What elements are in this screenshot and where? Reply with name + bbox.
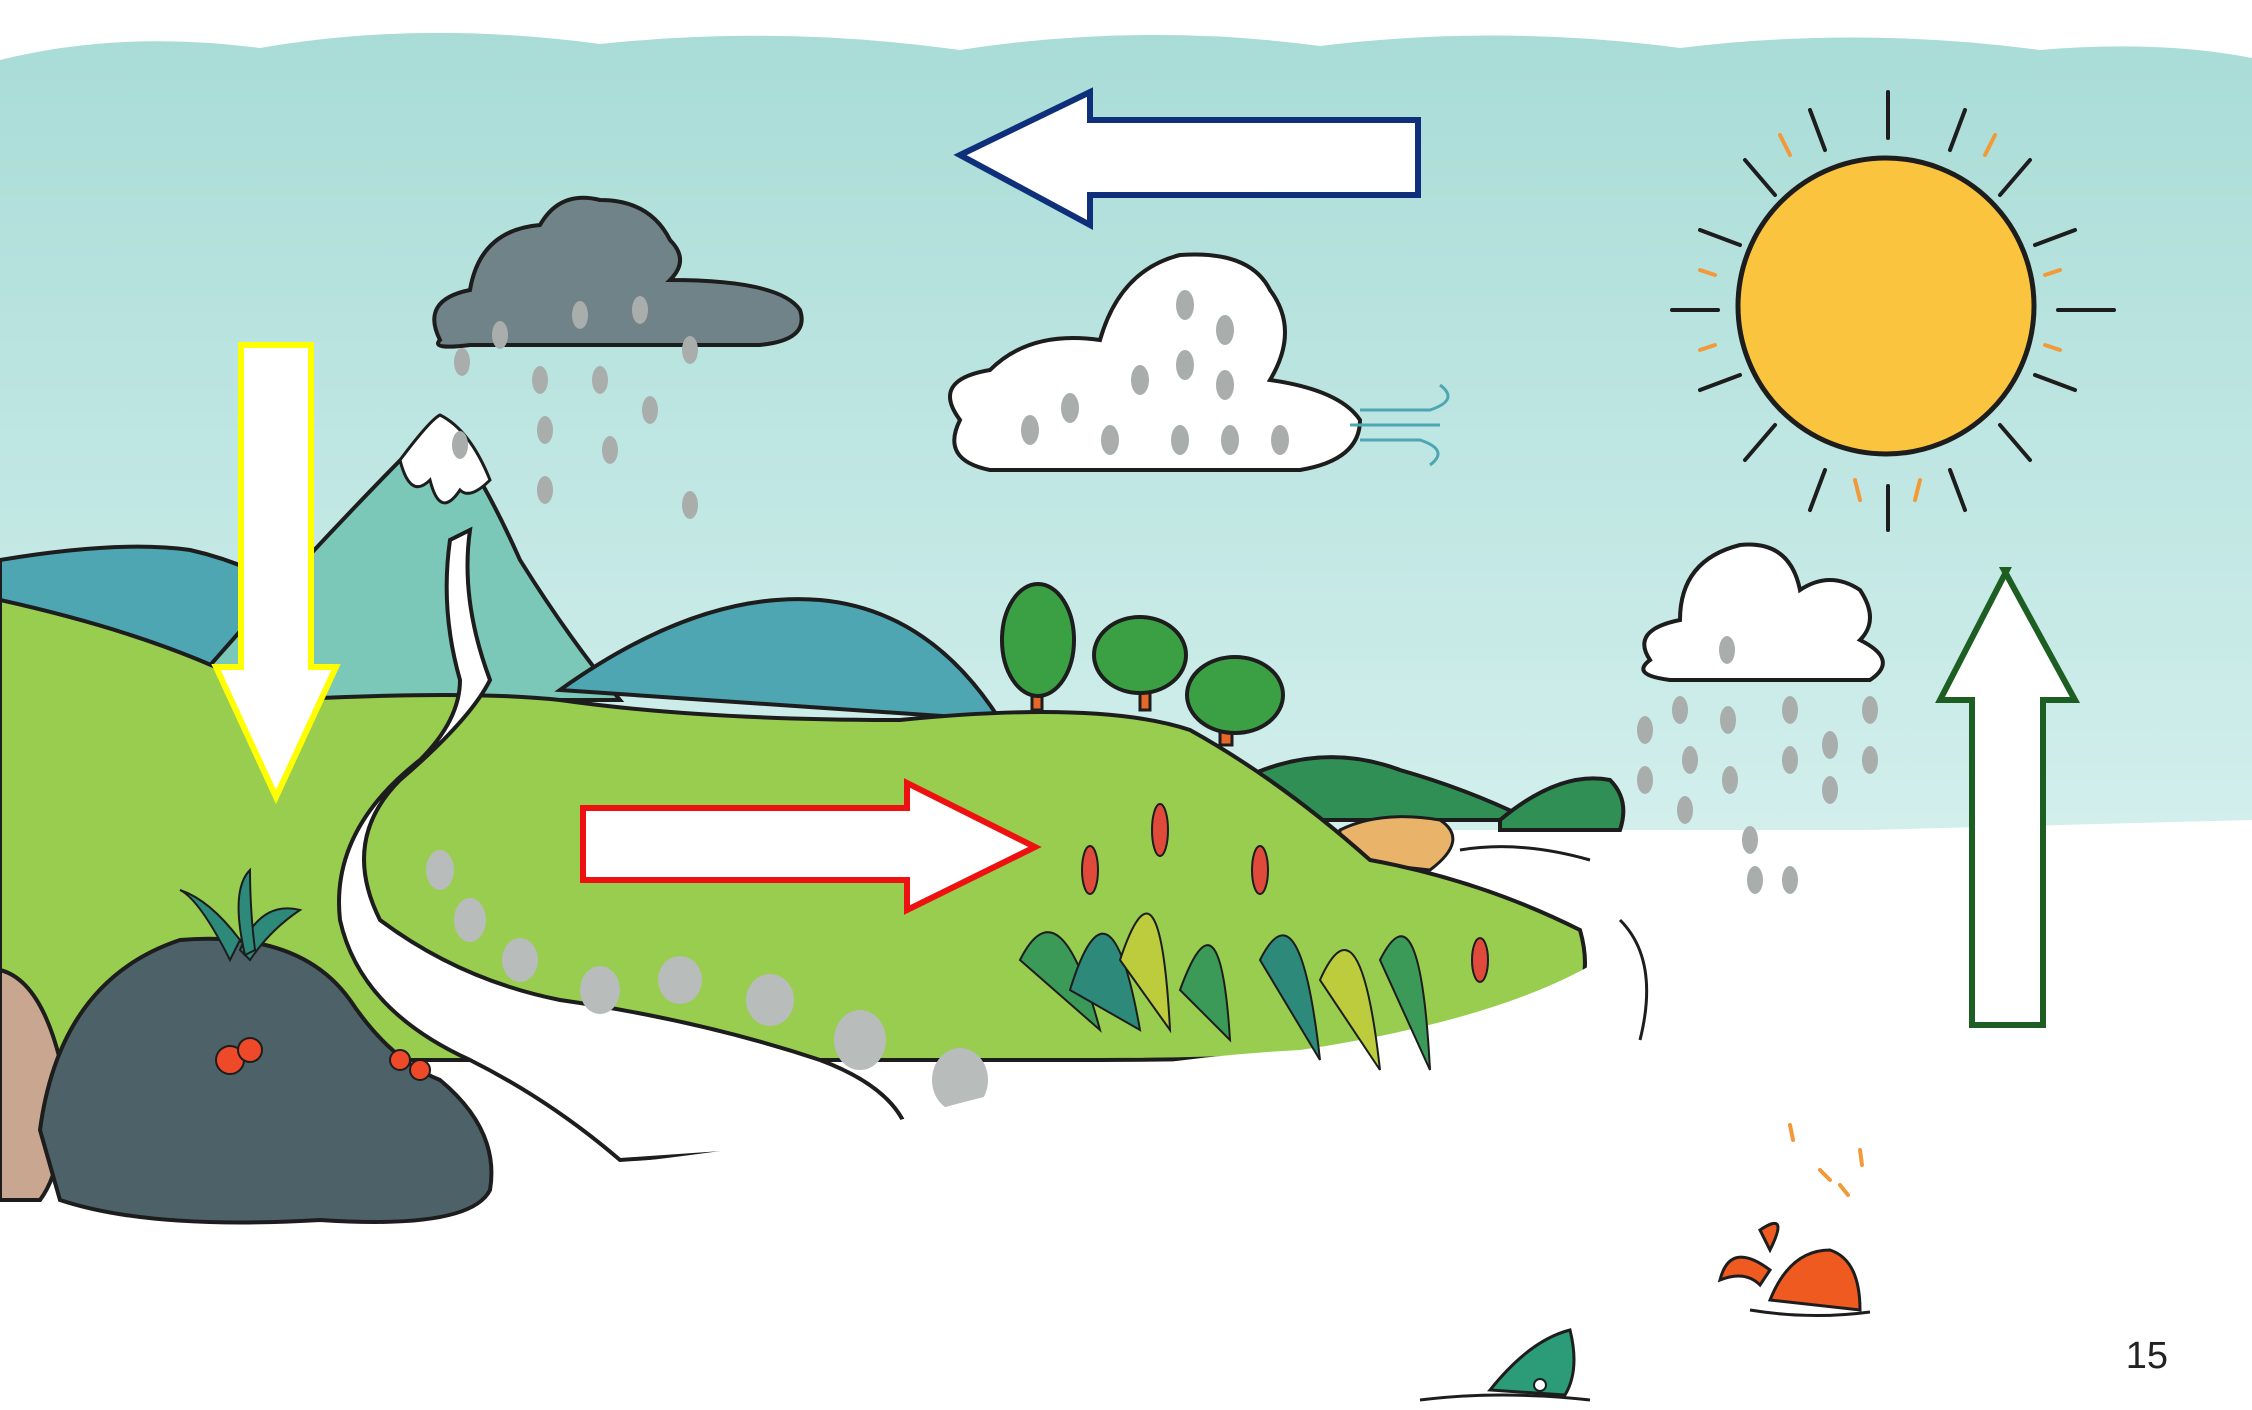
- page-number: 15: [2126, 1335, 2168, 1378]
